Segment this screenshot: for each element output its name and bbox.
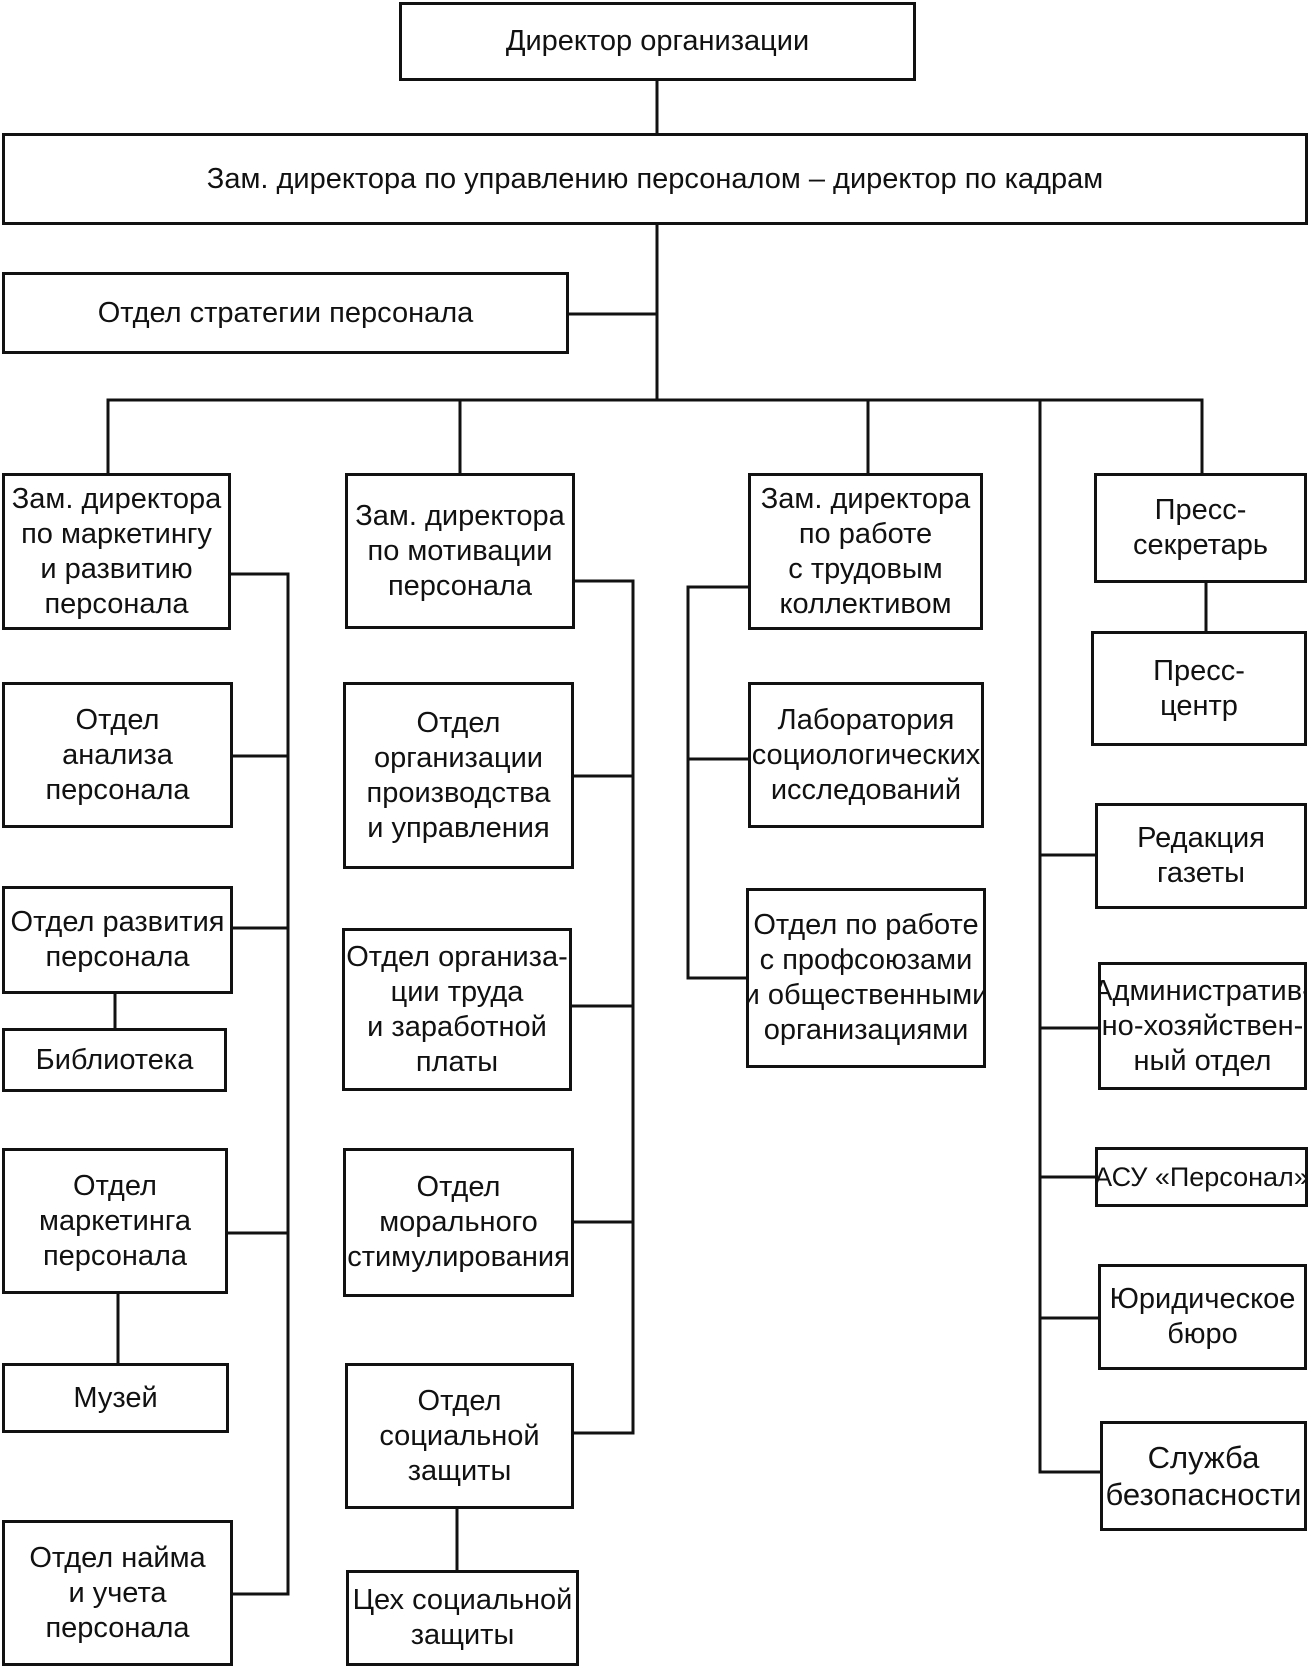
box-line: Зам. директора по управлению персоналом …	[206, 162, 1104, 195]
box-line: по маркетингу	[21, 517, 212, 550]
box-line: Отдел	[416, 706, 501, 739]
social-workshop-box: Цех социальной защиты	[346, 1570, 579, 1666]
box-line: АСУ «Персонал»	[1095, 1161, 1308, 1192]
box-line: с трудовым	[788, 552, 943, 585]
box-line: по мотивации	[367, 534, 553, 567]
box-line: секретарь	[1133, 529, 1268, 561]
box-line: Лаборатория	[777, 703, 955, 736]
development-dept-box: Отдел развития персонала	[2, 886, 233, 994]
box-line: ции труда	[390, 975, 524, 1008]
box-line: анализа	[62, 738, 173, 771]
moral-dept-box: Отдел морального стимулирования	[343, 1148, 574, 1297]
box-line: Отдел по работе	[753, 909, 979, 941]
box-line: ный отдел	[1133, 1044, 1272, 1077]
box-line: и общественными	[746, 979, 986, 1011]
box-line: персонала	[44, 587, 189, 620]
box-line: Отдел организа-	[346, 940, 568, 973]
box-line: Директор организации	[505, 25, 810, 57]
box-line: и развитию	[40, 552, 193, 585]
box-line: Административ-	[1098, 974, 1307, 1007]
box-line: и управления	[367, 811, 550, 844]
box-line: Отдел	[73, 1169, 157, 1202]
admin-dept-box: Административ- но-хозяйствен- ный отдел	[1098, 962, 1307, 1090]
newspaper-box: Редакция газеты	[1095, 803, 1307, 909]
box-line: производства	[366, 776, 551, 809]
collective-deputy-box: Зам. директора по работе с трудовым колл…	[748, 473, 983, 630]
press-center-box: Пресс- центр	[1091, 631, 1307, 746]
lab-box: Лаборатория социологических исследований	[748, 682, 984, 828]
marketing-deputy-box: Зам. директора по маркетингу и развитию …	[2, 473, 231, 630]
box-line: Отдел стратегии персонала	[97, 296, 474, 329]
museum-box: Музей	[2, 1363, 229, 1433]
press-secretary-box: Пресс- секретарь	[1094, 473, 1307, 583]
box-line: Отдел	[417, 1384, 502, 1417]
box-line: персонала	[45, 1611, 190, 1644]
box-line: и заработной	[367, 1010, 547, 1043]
box-line: Зам. директора	[11, 482, 222, 515]
box-line: с профсоюзами	[759, 944, 973, 976]
box-line: морального	[379, 1206, 538, 1238]
box-line: Служба	[1147, 1440, 1260, 1475]
labor-dept-box: Отдел организа- ции труда и заработной п…	[342, 928, 572, 1091]
box-line: Отдел развития	[10, 906, 225, 938]
box-line: газеты	[1156, 857, 1245, 889]
box-line: персонала	[45, 773, 190, 806]
box-line: платы	[415, 1045, 499, 1078]
box-line: Зам. директора	[760, 482, 971, 515]
deputy-hr-box: Зам. директора по управлению персоналом …	[2, 133, 1308, 225]
box-line: социальной	[379, 1419, 540, 1452]
box-line: безопасности	[1105, 1477, 1302, 1512]
box-line: защиты	[410, 1619, 515, 1651]
box-line: организациями	[763, 1014, 969, 1046]
unions-dept-box: Отдел по работе с профсоюзами и обществе…	[746, 888, 986, 1068]
marketing-dept-box: Отдел маркетинга персонала	[2, 1148, 228, 1294]
box-line: социологических	[751, 738, 981, 771]
box-line: Пресс-	[1154, 494, 1247, 526]
asu-box: АСУ «Персонал»	[1095, 1147, 1308, 1207]
director-box: Директор организации	[399, 2, 916, 81]
security-box: Служба безопасности	[1100, 1421, 1307, 1531]
box-line: Отдел	[75, 703, 160, 736]
box-line: Отдел найма	[29, 1541, 206, 1574]
box-line: Зам. директора	[355, 499, 565, 532]
box-line: Библиотека	[35, 1043, 194, 1076]
box-line: Пресс-	[1153, 654, 1245, 687]
box-line: организации	[374, 741, 543, 774]
box-line: Цех социальной	[352, 1584, 573, 1616]
box-line: по работе	[798, 517, 933, 550]
production-dept-box: Отдел организации производства и управле…	[343, 682, 574, 869]
strategy-dept-box: Отдел стратегии персонала	[2, 272, 569, 354]
hiring-dept-box: Отдел найма и учета персонала	[2, 1520, 233, 1666]
box-line: защиты	[407, 1454, 512, 1487]
box-line: Редакция	[1137, 822, 1265, 854]
box-line: Музей	[73, 1381, 158, 1414]
box-line: но-хозяйствен-	[1101, 1009, 1304, 1042]
box-line: коллективом	[779, 587, 952, 620]
library-box: Библиотека	[2, 1028, 227, 1092]
box-line: Отдел	[416, 1171, 501, 1203]
box-line: персонала	[387, 569, 533, 602]
box-line: персонала	[45, 941, 190, 973]
legal-box: Юридическое бюро	[1098, 1264, 1307, 1370]
box-line: маркетинга	[39, 1204, 191, 1237]
box-line: стимулирования	[347, 1241, 570, 1273]
social-dept-box: Отдел социальной защиты	[345, 1363, 574, 1509]
motivation-deputy-box: Зам. директора по мотивации персонала	[345, 473, 575, 629]
box-line: и учета	[68, 1576, 167, 1609]
box-line: Юридическое	[1109, 1283, 1296, 1315]
box-line: бюро	[1167, 1318, 1238, 1350]
analysis-dept-box: Отдел анализа персонала	[2, 682, 233, 828]
box-line: центр	[1160, 689, 1238, 722]
box-line: исследований	[770, 773, 962, 806]
box-line: персонала	[42, 1239, 188, 1272]
